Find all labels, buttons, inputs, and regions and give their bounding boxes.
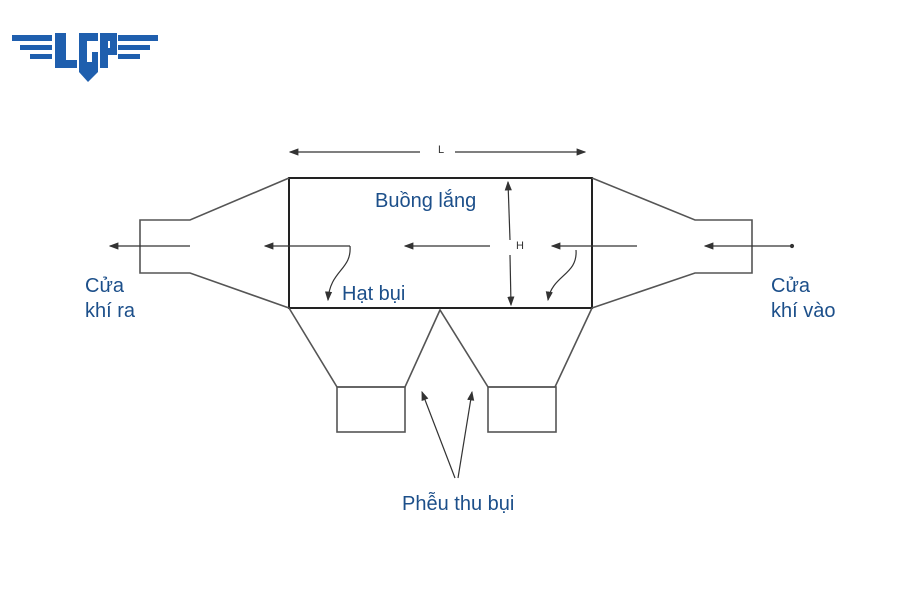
inlet-label-line1: Cửa (771, 275, 810, 297)
chamber-outline (139, 177, 753, 433)
inlet-label-line2: khí vào (771, 300, 836, 322)
height-label: H (516, 240, 524, 252)
chamber-label: Buồng lắng (375, 190, 477, 212)
arrows (108, 148, 795, 479)
length-label: L (438, 144, 445, 156)
particle-label: Hạt bụi (342, 283, 406, 305)
outlet-label-line2: khí ra (85, 300, 136, 322)
hopper-label: Phễu thu bụi (402, 493, 515, 515)
outlet-label-line1: Cửa (85, 275, 124, 297)
lgp-logo (12, 33, 158, 82)
